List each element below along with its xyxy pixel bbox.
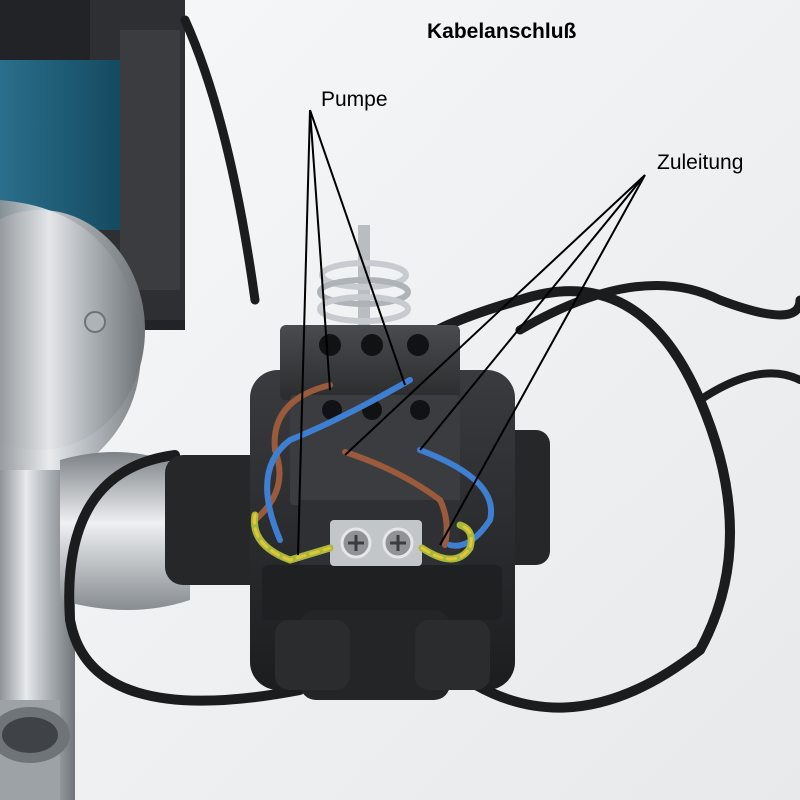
supply-pointer-2 bbox=[419, 174, 646, 451]
pump-pointer-2 bbox=[309, 109, 331, 391]
pump-pointer-1 bbox=[297, 109, 311, 556]
pump-pointer-3 bbox=[309, 109, 406, 386]
annotation-title: Kabelanschluß bbox=[427, 20, 577, 43]
earth-terminal bbox=[330, 520, 422, 566]
pump-housing bbox=[0, 200, 190, 800]
left-cable-gland bbox=[165, 455, 275, 585]
pump-label: Pumpe bbox=[321, 88, 388, 111]
supply-cable-label: Zuleitung bbox=[657, 151, 744, 174]
supply-pointer-1 bbox=[344, 174, 646, 456]
wires bbox=[250, 377, 495, 564]
power-cables bbox=[64, 15, 800, 713]
pump-motor bbox=[0, 0, 185, 330]
supply-pointer-3 bbox=[439, 174, 646, 546]
annotation-lines bbox=[297, 109, 646, 556]
